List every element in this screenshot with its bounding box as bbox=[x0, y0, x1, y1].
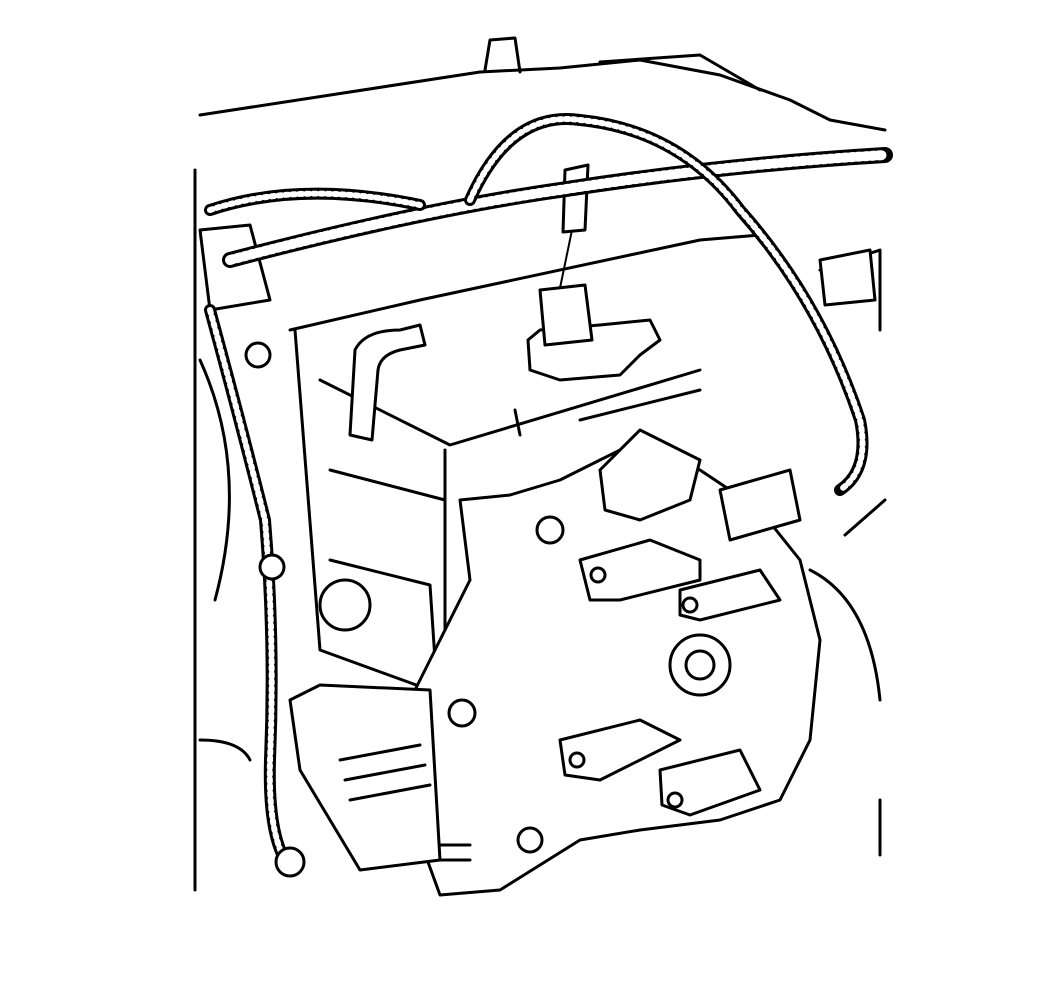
bolt-icon bbox=[258, 553, 286, 581]
harness-connector-center bbox=[598, 428, 702, 522]
lower-component bbox=[288, 578, 442, 872]
arm-upper-left bbox=[578, 538, 702, 602]
pivot-boss bbox=[668, 633, 732, 697]
mounting-hole bbox=[516, 826, 544, 854]
hose bbox=[348, 323, 427, 442]
wiring-harness bbox=[204, 113, 893, 866]
block-component bbox=[818, 248, 877, 307]
bolts bbox=[244, 341, 565, 878]
arm-lower-right bbox=[658, 748, 762, 817]
sensor-connector bbox=[561, 163, 590, 234]
ground-terminal-icon bbox=[274, 846, 306, 878]
bolt-icon bbox=[535, 515, 565, 545]
harness-connector-left bbox=[198, 223, 272, 312]
bracket-housing bbox=[408, 438, 822, 897]
bolt-icon bbox=[244, 341, 272, 369]
round-plug bbox=[318, 578, 372, 632]
arm-upper-right bbox=[678, 568, 782, 622]
sensor-nut bbox=[538, 283, 594, 347]
harness-connector-right bbox=[718, 468, 802, 542]
engine-block-outline bbox=[193, 36, 887, 892]
bolt-icon bbox=[447, 698, 477, 728]
arm-lower-left bbox=[558, 718, 682, 782]
